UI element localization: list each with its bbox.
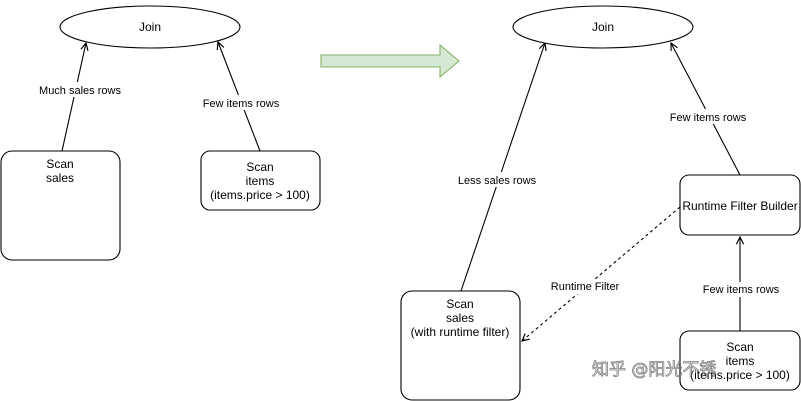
- transition-arrow: [320, 43, 460, 79]
- left-scan-sales-line-2: sales: [46, 171, 74, 185]
- right-runtime-filter-builder-node: Runtime Filter Builder: [679, 174, 801, 236]
- right-runtime-filter-builder-label: Runtime Filter Builder: [682, 199, 797, 213]
- right-join-label: Join: [592, 20, 614, 34]
- left-scan-items-node: Scan items (items.price > 100): [200, 150, 321, 211]
- left-edge-sales-to-join: Much sales rows: [36, 43, 124, 152]
- right-edge-runtime-filter: Runtime Filter: [522, 206, 681, 341]
- left-edge-items-label: Few items rows: [203, 98, 280, 110]
- left-join-node: Join: [59, 5, 241, 49]
- right-edge-builder-label: Few items rows: [670, 112, 747, 124]
- left-join-label: Join: [139, 20, 161, 34]
- left-edge-items-to-join: Few items rows: [198, 42, 284, 152]
- right-edge-sales-label: Less sales rows: [458, 175, 537, 187]
- watermark: 知乎 @阳光不锈: [592, 360, 717, 381]
- left-scan-items-line-1: Scan: [246, 160, 273, 174]
- right-plan: Less sales rows Few items rows Few items…: [400, 5, 801, 401]
- right-scan-items-node: Scan items (items.price > 100): [679, 330, 801, 391]
- right-scan-items-line-1: Scan: [726, 340, 753, 354]
- left-plan: Much sales rows Few items rows Join Scan…: [0, 5, 321, 261]
- right-join-node: Join: [512, 5, 694, 49]
- right-scan-sales-line-2: sales: [446, 311, 474, 325]
- right-edge-builder-to-join: Few items rows: [665, 43, 751, 176]
- right-scan-sales-node: Scan sales (with runtime filter): [400, 290, 521, 401]
- right-scan-sales-line-3: (with runtime filter): [411, 325, 510, 339]
- watermark-text: 知乎 @阳光不锈: [592, 360, 716, 380]
- left-scan-sales-line-1: Scan: [46, 157, 73, 171]
- right-edge-runtime-filter-label: Runtime Filter: [551, 281, 620, 293]
- right-scan-items-line-2: items: [726, 354, 755, 368]
- right-edge-items-to-builder: Few items rows: [699, 237, 783, 331]
- left-scan-sales-node: Scan sales: [0, 150, 121, 261]
- left-scan-items-line-2: items: [246, 174, 275, 188]
- left-edge-sales-label: Much sales rows: [39, 85, 121, 97]
- right-edge-items-label: Few items rows: [703, 284, 780, 296]
- right-edge-sales-to-join: Less sales rows: [455, 43, 545, 292]
- right-scan-items-line-3: (items.price > 100): [690, 368, 790, 382]
- left-scan-items-line-3: (items.price > 100): [210, 188, 310, 202]
- right-scan-sales-line-1: Scan: [446, 297, 473, 311]
